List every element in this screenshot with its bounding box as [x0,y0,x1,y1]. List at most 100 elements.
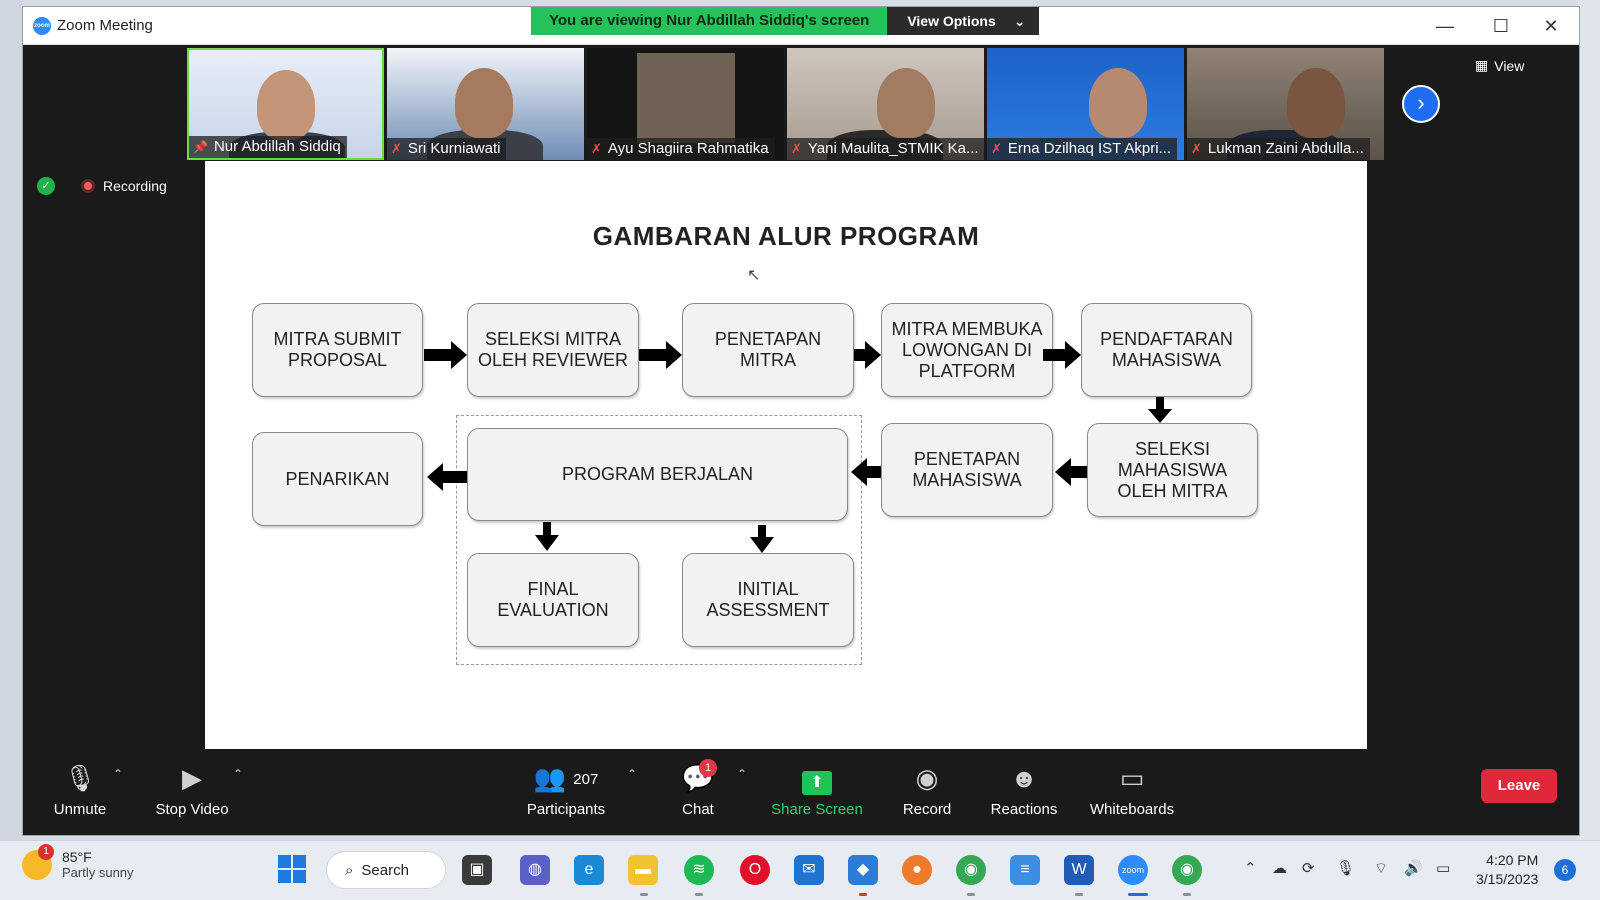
pin-icon: 📌 [193,140,208,154]
share-screen-button[interactable]: ⬆ Share Screen [771,761,863,818]
taskbar-search[interactable]: ⌕ Search [326,851,446,889]
mail-icon[interactable]: ✉ [794,855,824,885]
search-icon: ⌕ [345,861,354,879]
participant-video-strip: 📌 Nur Abdillah Siddiq ✗ Sri Kurniawati ✗… [187,48,1384,160]
weather-description: Partly sunny [62,865,134,880]
flow-box-program-berjalan: PROGRAM BERJALAN [467,428,848,521]
chat-button[interactable]: 💬 1 Chat [671,759,725,818]
video-tile[interactable]: ✗ Sri Kurniawati [387,48,584,160]
battery-icon[interactable]: ▭ [1436,860,1451,877]
arrow-right-icon [424,341,467,369]
minimize-button[interactable]: — [1436,16,1454,36]
participants-count: 207 [573,771,599,789]
recording-label: Recording [103,178,167,194]
view-options-label: View Options [907,13,996,29]
participant-face [257,70,315,140]
whiteboards-button[interactable]: ▭ Whiteboards [1087,761,1177,818]
muted-mic-icon: ✗ [1191,141,1202,156]
maximize-button[interactable]: ☐ [1492,16,1510,36]
recording-dot-icon [81,179,95,193]
participant-face [1089,68,1147,138]
slide-title: GAMBARAN ALUR PROGRAM [592,221,980,251]
meeting-toolbar: 🎙 Unmute ⌃ ▶ Stop Video ⌃ 👥 207 Particip… [23,751,1579,835]
spotify-icon[interactable]: ≋ [684,855,714,885]
recording-indicator: ✓ Recording [37,177,167,195]
smiley-plus-icon: ☻ [1010,763,1038,793]
arrow-left-icon [1055,458,1087,486]
zoom-app-icon[interactable]: zoom [1118,855,1148,885]
volume-icon[interactable]: 🔊 [1404,860,1423,877]
map-pin-app-icon[interactable]: ● [902,855,932,885]
reactions-button[interactable]: ☻ Reactions [987,761,1061,818]
sync-icon[interactable]: ⟳ [1302,860,1315,877]
word-icon[interactable]: W [1064,855,1094,885]
participants-options-caret-icon[interactable]: ⌃ [627,767,638,781]
stop-video-button[interactable]: ▶ Stop Video [149,761,235,818]
whiteboard-icon: ▭ [1119,763,1145,793]
leave-meeting-button[interactable]: Leave [1481,769,1557,803]
clock-date: 3/15/2023 [1476,871,1539,887]
video-tile[interactable]: ✗ Erna Dzilhaq IST Akpri... [987,48,1184,160]
edge-browser-icon[interactable]: e [574,855,604,885]
unmute-button[interactable]: 🎙 Unmute [45,761,115,818]
muted-mic-icon: ✗ [991,141,1002,156]
zoom-window: zoom Zoom Meeting — ☐ ✕ You are viewing … [22,6,1580,836]
view-options-button[interactable]: View Options ⌄ [887,7,1040,35]
mouse-cursor-icon: ↖ [747,267,761,284]
view-button[interactable]: ▦ View [1475,57,1524,74]
participant-name-label: ✗ Yani Maulita_STMIK Ka... [787,138,984,160]
shared-screen-slide: GAMBARAN ALUR PROGRAM ↖ MITRA SUBMIT PRO… [205,161,1367,749]
muted-mic-icon: ✗ [591,141,602,156]
taskbar-search-label: Search [361,861,409,879]
video-tile[interactable]: ✗ Lukman Zaini Abdulla... [1187,48,1384,160]
task-view-icon[interactable]: ▣ [462,855,492,885]
chevron-down-icon: ⌄ [1013,13,1026,29]
chrome-profile-icon[interactable]: ◉ [1172,855,1202,885]
notification-center-badge[interactable]: 6 [1554,859,1576,881]
tray-overflow-chevron-icon[interactable]: ⌃ [1244,860,1257,877]
system-clock[interactable]: 4:20 PM 3/15/2023 [1476,851,1538,889]
app-title: Zoom Meeting [57,17,153,34]
windows-taskbar: 1 85°F Partly sunny ⌕ Search ▣ ◍ e ▬ ≋ O… [0,840,1600,900]
flow-box-penetapan-mitra: PENETAPAN MITRA [682,303,854,397]
video-options-caret-icon[interactable]: ⌃ [233,767,244,781]
chrome-browser-icon[interactable]: ◉ [956,855,986,885]
flow-box-mitra-submit-proposal: MITRA SUBMIT PROPOSAL [252,303,423,397]
flow-box-seleksi-mitra: SELEKSI MITRA OLEH REVIEWER [467,303,639,397]
weather-widget[interactable]: 1 85°F Partly sunny [22,843,134,880]
teams-chat-icon[interactable]: ◍ [520,855,550,885]
participant-face [877,68,935,138]
arrow-down-icon [750,525,774,553]
video-tile[interactable]: 📌 Nur Abdillah Siddiq [187,48,384,160]
notepad-icon[interactable]: ≡ [1010,855,1040,885]
next-participants-button[interactable]: › [1402,85,1440,123]
desktop-background-right [1578,0,1600,840]
participants-button[interactable]: 👥 207 Participants [526,763,606,818]
shield-check-icon[interactable]: ✓ [37,177,55,195]
chat-unread-badge: 1 [699,759,717,777]
windows-start-icon[interactable] [278,855,306,883]
flow-box-seleksi-mahasiswa: SELEKSI MAHASISWA OLEH MITRA [1087,423,1258,517]
share-banner-text: You are viewing Nur Abdillah Siddiq's sc… [531,7,888,35]
video-tile[interactable]: ✗ Yani Maulita_STMIK Ka... [787,48,984,160]
audio-options-caret-icon[interactable]: ⌃ [113,767,124,781]
record-button[interactable]: ◉ Record [897,761,957,818]
partly-sunny-icon: 1 [22,843,54,880]
video-tile[interactable]: ✗ Ayu Shagiira Rahmatika [587,48,784,160]
file-explorer-icon[interactable]: ▬ [628,855,658,885]
onedrive-cloud-icon[interactable]: ☁ [1272,860,1287,877]
flow-arrows [424,341,1172,553]
participant-name-label: ✗ Lukman Zaini Abdulla... [1187,138,1370,160]
muted-mic-icon: ✗ [791,141,802,156]
opera-browser-icon[interactable]: O [740,855,770,885]
muted-mic-icon: ✗ [391,141,402,156]
microphone-tray-icon[interactable]: 🎙 [1336,860,1356,877]
program-dashed-frame [456,415,862,665]
wifi-icon[interactable]: ⌔ [1374,860,1389,877]
flow-box-penetapan-mahasiswa: PENETAPAN MAHASISWA [881,423,1053,517]
chevron-right-icon: › [1417,90,1425,115]
security-shield-icon[interactable]: ◆ [848,855,878,885]
grid-icon: ▦ [1475,57,1489,73]
chat-options-caret-icon[interactable]: ⌃ [737,767,748,781]
close-button[interactable]: ✕ [1543,16,1559,36]
